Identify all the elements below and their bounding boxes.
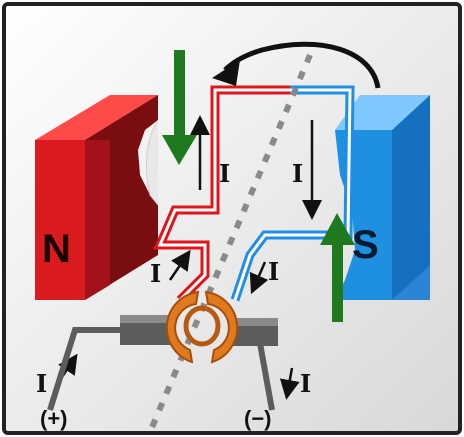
- terminal-negative-label: (−): [244, 406, 272, 431]
- terminal-positive-label: (+): [40, 406, 68, 431]
- north-pole-label: N: [42, 227, 71, 271]
- commutator: [165, 290, 239, 364]
- current-label-blue-lower: I: [268, 257, 279, 286]
- lead-negative: [254, 329, 278, 411]
- rotation-arrow-icon: [223, 41, 381, 89]
- north-magnet: [35, 95, 159, 300]
- current-label-red-side: I: [219, 159, 230, 188]
- force-arrow-down-icon: [162, 50, 197, 165]
- current-arrow-blue-lower: [249, 261, 269, 295]
- current-arrow-red-lower: [168, 249, 191, 281]
- rotation-axis: [147, 53, 313, 434]
- current-label-blue-side: I: [292, 159, 303, 188]
- south-pole-label: S: [352, 223, 379, 267]
- current-arrow-output: [279, 367, 300, 400]
- current-label-output: I: [300, 369, 311, 398]
- current-label-red-lower: I: [150, 259, 161, 288]
- force-arrow-up-icon: [320, 213, 355, 322]
- lead-positive: [47, 327, 120, 411]
- brush-left: [120, 315, 175, 345]
- current-label-input: I: [36, 369, 47, 398]
